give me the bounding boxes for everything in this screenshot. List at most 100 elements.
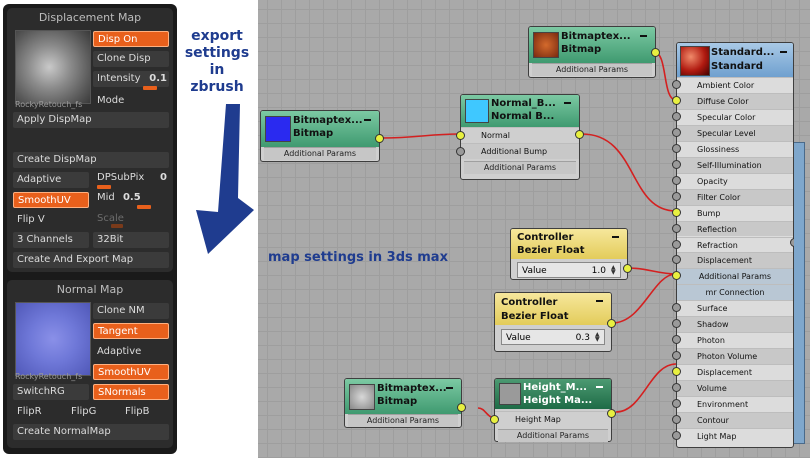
material-slot-socket[interactable] — [672, 80, 681, 89]
material-slot-specular-color[interactable]: Specular Color — [677, 108, 793, 125]
switchrg-button[interactable]: SwitchRG — [13, 384, 89, 400]
material-slot-socket[interactable] — [672, 335, 681, 345]
material-slot-displacement[interactable]: Displacement — [677, 364, 793, 380]
material-slot-photon-volume[interactable]: Photon Volume — [677, 348, 793, 365]
smoothuv-button[interactable]: SmoothUV — [13, 192, 89, 208]
material-slot-environment[interactable]: Environment — [677, 396, 793, 412]
material-slot-socket[interactable] — [672, 159, 681, 169]
intensity-slider-handle[interactable] — [143, 86, 157, 90]
material-slot-photon[interactable]: Photon — [677, 332, 793, 348]
material-slot-socket[interactable] — [672, 271, 681, 281]
material-slot-socket[interactable] — [672, 207, 681, 217]
intensity-slider[interactable]: Intensity 0.1 — [93, 71, 169, 87]
material-slot-reflection[interactable]: Reflection — [677, 220, 793, 237]
node-height-map-output-socket[interactable] — [607, 409, 616, 418]
material-slot-self-illumination[interactable]: Self-Illumination — [677, 156, 793, 173]
node-controller-2[interactable]: Controller Bezier Float Value 0.3 ▲▼ — [494, 292, 616, 352]
node-controller-2-output-socket[interactable] — [607, 319, 616, 328]
slot-normal-socket[interactable] — [456, 131, 465, 140]
material-slot-opacity[interactable]: Opacity — [677, 172, 793, 189]
node-bitmap-top-output-socket[interactable] — [651, 48, 660, 57]
material-slot-shadow[interactable]: Shadow — [677, 316, 793, 333]
snormals-button[interactable]: SNormals — [93, 384, 169, 400]
material-slot-specular-level[interactable]: Specular Level — [677, 124, 793, 141]
mid-slider-handle[interactable] — [137, 205, 151, 209]
channels-button[interactable]: 3 Channels — [13, 232, 89, 248]
node-normal-bump-output-socket[interactable] — [575, 130, 584, 139]
create-dispmap-button[interactable]: Create DispMap — [13, 152, 169, 168]
material-slot-socket[interactable] — [672, 143, 681, 153]
create-export-map-button[interactable]: Create And Export Map — [13, 252, 169, 268]
adaptive-button[interactable]: Adaptive — [13, 172, 89, 188]
minimize-icon[interactable] — [780, 51, 787, 53]
flipb-button[interactable]: FlipB — [125, 406, 150, 417]
node-bitmap-left-additional-params[interactable]: Additional Params — [264, 147, 376, 160]
material-slot-refraction[interactable]: Refraction — [677, 236, 793, 253]
material-slot-bump[interactable]: Bump — [677, 204, 793, 221]
material-slot-socket[interactable] — [672, 95, 681, 105]
node-bitmap-bottom[interactable]: Bitmaptex... Bitmap Additional Params — [344, 378, 466, 428]
material-slot-socket[interactable] — [672, 319, 681, 329]
material-slot-socket[interactable] — [672, 414, 681, 424]
minimize-icon[interactable] — [364, 119, 371, 121]
material-slot-socket[interactable] — [672, 383, 681, 393]
material-slot-surface[interactable]: Surface — [677, 300, 793, 316]
create-normalmap-button[interactable]: Create NormalMap — [13, 424, 169, 440]
material-slot-mr-connection[interactable]: mr Connection — [677, 284, 793, 301]
node-bitmap-bottom-additional-params[interactable]: Additional Params — [348, 414, 458, 427]
node-controller-1[interactable]: Controller Bezier Float Value 1.0 ▲▼ — [510, 228, 632, 280]
flipr-button[interactable]: FlipR — [17, 406, 42, 417]
material-slot-light-map[interactable]: Light Map — [677, 427, 793, 444]
material-slot-filter-color[interactable]: Filter Color — [677, 188, 793, 205]
apply-dispmap-button[interactable]: Apply DispMap — [13, 112, 169, 128]
material-slot-diffuse-color[interactable]: Diffuse Color — [677, 92, 793, 109]
slot-normal[interactable]: Normal — [461, 127, 579, 143]
material-slot-displacement[interactable]: Displacement — [677, 252, 793, 269]
minimize-icon[interactable] — [564, 102, 571, 104]
material-slot-ambient-color[interactable]: Ambient Color — [677, 77, 793, 93]
node-normal-bump-additional-params[interactable]: Additional Params — [464, 161, 576, 174]
clone-disp-button[interactable]: Clone Disp — [93, 51, 169, 67]
material-slot-socket[interactable] — [672, 223, 681, 233]
material-slot-socket[interactable] — [672, 175, 681, 185]
minimize-icon[interactable] — [612, 236, 619, 238]
material-slot-socket[interactable] — [672, 239, 681, 249]
scale-slider-handle[interactable] — [111, 224, 123, 228]
dpsubpix-slider[interactable]: DPSubPix 0 — [93, 170, 169, 186]
flipg-button[interactable]: FlipG — [71, 406, 97, 417]
slot-height-map[interactable]: Height Map — [495, 411, 611, 427]
material-slot-additional-params[interactable]: Additional Params — [677, 268, 793, 285]
material-slot-socket[interactable] — [672, 399, 681, 408]
node-bitmap-bottom-output-socket[interactable] — [457, 403, 466, 412]
controller-2-value-field[interactable]: Value 0.3 ▲▼ — [501, 329, 605, 345]
node-bitmap-left[interactable]: Bitmaptex... Bitmap Additional Params — [260, 110, 384, 162]
node-bitmap-top-additional-params[interactable]: Additional Params — [532, 63, 652, 76]
spinner-icon[interactable]: ▲▼ — [611, 264, 616, 276]
node-normal-bump[interactable]: Normal_B... Normal B... Normal Additiona… — [456, 94, 584, 180]
minimize-icon[interactable] — [640, 35, 647, 37]
minimize-icon[interactable] — [596, 300, 603, 302]
material-slot-socket[interactable] — [672, 255, 681, 265]
node-controller-1-header[interactable] — [511, 229, 627, 259]
material-slot-contour[interactable]: Contour — [677, 411, 793, 428]
displacement-thumbnail[interactable] — [15, 30, 91, 104]
material-slot-socket[interactable] — [672, 127, 681, 137]
disp-on-button[interactable]: Disp On — [93, 31, 169, 47]
slot-additional-bump[interactable]: Additional Bump — [461, 143, 579, 159]
mode-button[interactable]: Mode — [97, 95, 125, 106]
mid-slider[interactable]: Mid 0.5 — [93, 190, 169, 206]
clone-nm-button[interactable]: Clone NM — [93, 303, 169, 319]
material-slot-socket[interactable] — [672, 191, 681, 201]
spinner-icon[interactable]: ▲▼ — [595, 331, 600, 343]
node-bitmap-top[interactable]: Bitmaptex... Bitmap Additional Params — [528, 26, 660, 78]
controller-1-value-field[interactable]: Value 1.0 ▲▼ — [517, 262, 621, 278]
node-height-map[interactable]: Height_M... Height Ma... Height Map Addi… — [490, 378, 616, 442]
material-slot-socket[interactable] — [672, 367, 681, 377]
node-controller-1-output-socket[interactable] — [623, 264, 632, 273]
node-height-map-additional-params[interactable]: Additional Params — [498, 429, 608, 442]
minimize-icon[interactable] — [596, 386, 603, 388]
slate-material-editor-view[interactable]: Bitmaptex... Bitmap Additional Params Bi… — [258, 0, 810, 458]
normal-smoothuv-button[interactable]: SmoothUV — [93, 364, 169, 380]
controller-1-value[interactable]: 1.0 — [591, 266, 606, 276]
